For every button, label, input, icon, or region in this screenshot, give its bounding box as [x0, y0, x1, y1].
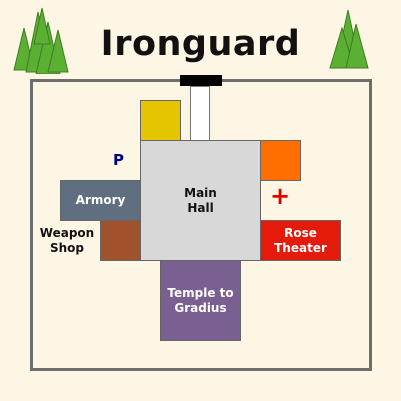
weapon-shop-label: Weapon Shop [39, 226, 95, 255]
orange-building[interactable] [260, 140, 301, 181]
main-hall-label: Main Hall [184, 185, 217, 215]
yellow-building[interactable] [140, 100, 181, 141]
entrance-road [190, 86, 210, 142]
temple-label: Temple to Gradius [167, 285, 234, 315]
medical-cross-icon: + [270, 182, 291, 210]
parking-icon: P [113, 151, 124, 169]
town-gate [180, 75, 222, 86]
tree-icon-cluster-right [329, 9, 369, 69]
armory-building[interactable]: Armory [60, 180, 141, 221]
tree-icon-cluster-left [13, 7, 69, 74]
rose-theater-building[interactable]: Rose Theater [260, 220, 341, 261]
temple-building[interactable]: Temple to Gradius [160, 260, 241, 341]
armory-label: Armory [75, 193, 126, 207]
map-title: Ironguard [100, 24, 301, 64]
weapon-shop-building[interactable] [100, 220, 141, 261]
main-hall-building[interactable]: Main Hall [140, 140, 261, 261]
rose-theater-label: Rose Theater [274, 225, 327, 255]
